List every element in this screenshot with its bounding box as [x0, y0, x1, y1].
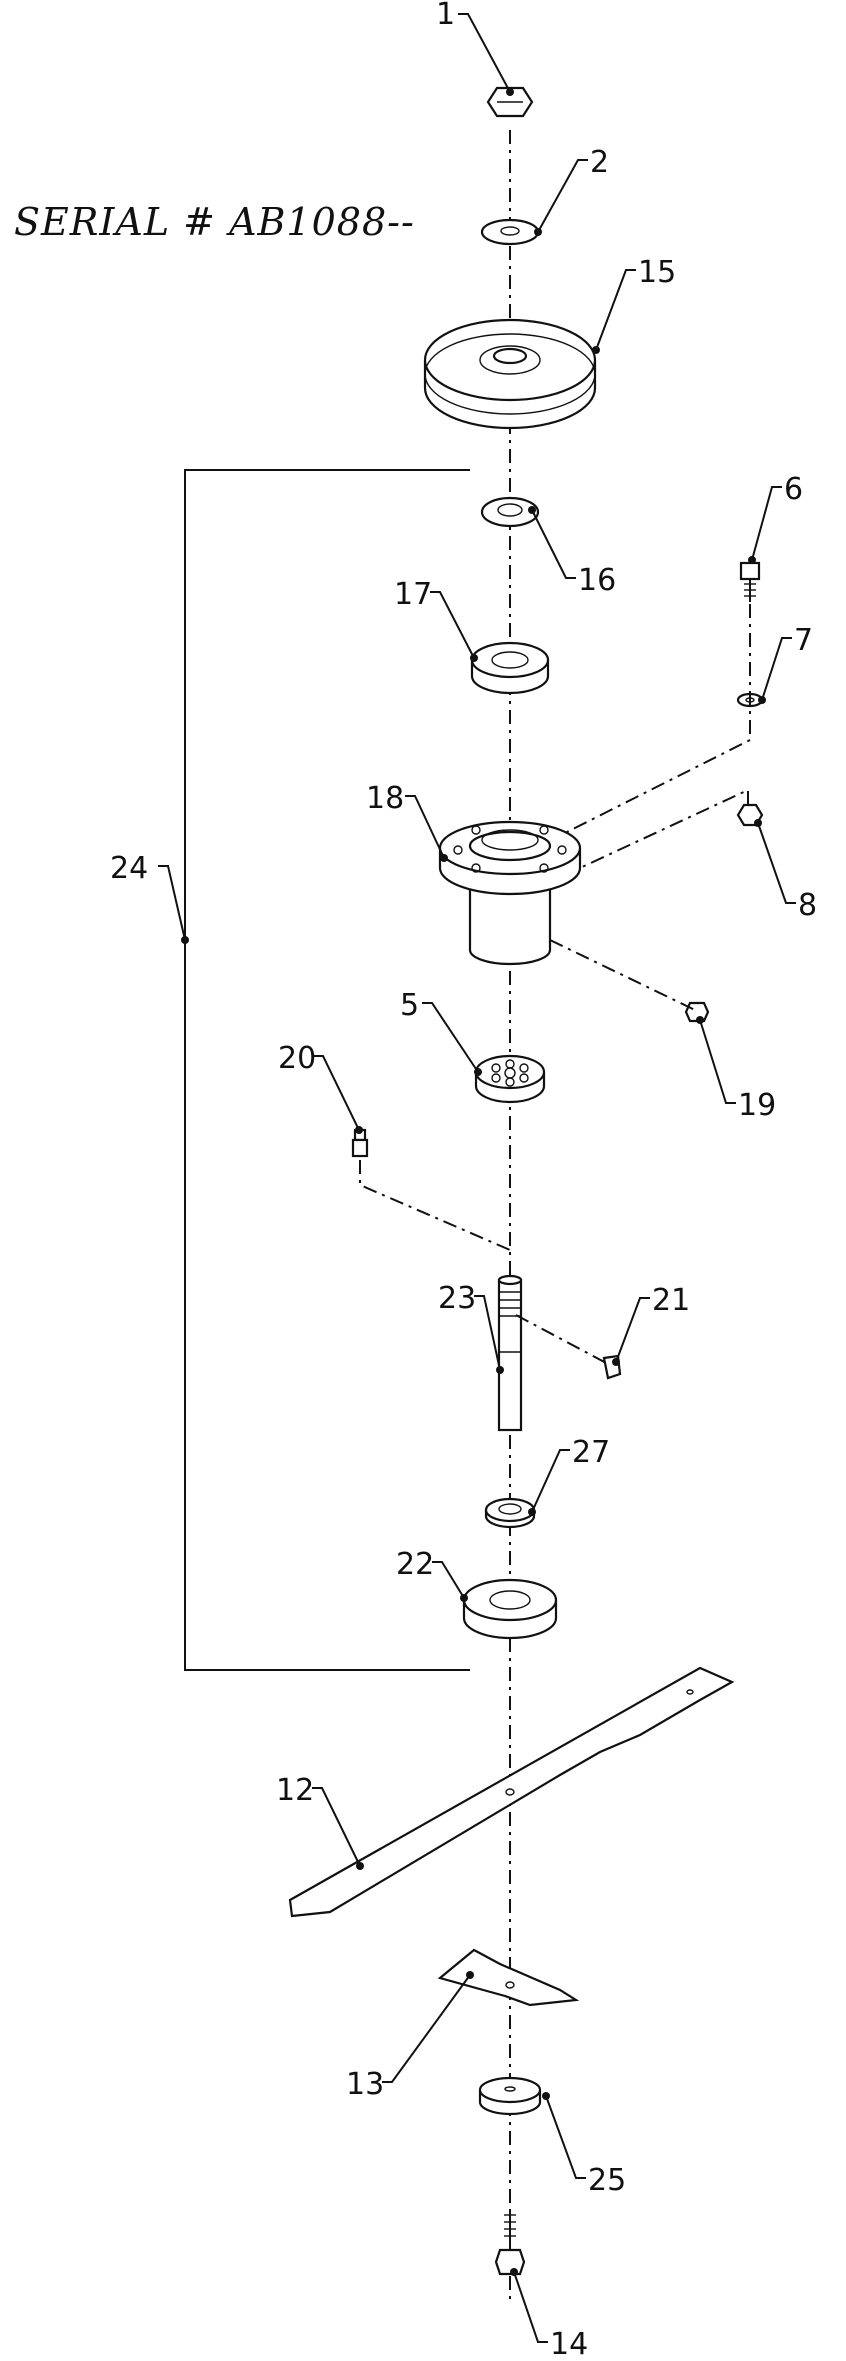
- part-16-spacer: [480, 496, 540, 528]
- callout-14: 14: [550, 2327, 588, 2361]
- hardware-path-19: [549, 939, 696, 1011]
- part-23-spindle-shaft: [497, 1274, 523, 1432]
- hardware-path-8-18: [579, 788, 749, 869]
- serial-number-label: SERIAL # AB1088--: [14, 200, 415, 244]
- callout-18: 18: [366, 781, 404, 816]
- part-1-nut: [486, 86, 534, 118]
- callout-24: 24: [110, 851, 148, 886]
- part-14-bolt: [494, 2210, 526, 2276]
- hardware-path-21: [515, 1314, 611, 1366]
- callout-5: 5: [400, 988, 419, 1023]
- part-22-bearing: [462, 1578, 558, 1640]
- part-13-lift: [437, 1948, 580, 2007]
- part-6-bolt: [739, 561, 761, 602]
- callout-21: 21: [652, 1283, 690, 1318]
- callout-27: 27: [572, 1435, 610, 1470]
- callout-16: 16: [578, 563, 616, 598]
- part-2-washer: [480, 218, 540, 246]
- part-15-pulley: [423, 318, 597, 430]
- part-17-bearing: [470, 641, 550, 695]
- part-5-bearing: [474, 1054, 546, 1104]
- callout-19: 19: [738, 1088, 776, 1123]
- part-25-washer: [478, 2076, 542, 2116]
- leader-lines: [158, 13, 796, 2343]
- part-27-spacer: [484, 1497, 536, 1529]
- callout-2: 2: [590, 145, 609, 180]
- part-12-blade: [288, 1666, 735, 1918]
- hardware-path-20: [359, 1160, 511, 1251]
- callout-22: 22: [396, 1547, 434, 1582]
- assembly-bracket-24: [184, 469, 470, 1671]
- callout-20: 20: [278, 1041, 316, 1076]
- callout-13: 13: [346, 2067, 384, 2102]
- callout-23: 23: [438, 1281, 476, 1316]
- callout-8: 8: [798, 888, 817, 923]
- callout-25: 25: [588, 2163, 626, 2198]
- hardware-path-6-7-18: [564, 604, 751, 834]
- part-20-fitting: [351, 1128, 369, 1158]
- callout-7: 7: [794, 623, 813, 658]
- callout-1: 1: [436, 0, 455, 32]
- callout-6: 6: [784, 472, 803, 507]
- callout-12: 12: [276, 1773, 314, 1808]
- callout-17: 17: [394, 577, 432, 612]
- part-18-spindle-housing: [438, 820, 582, 966]
- callout-15: 15: [638, 255, 676, 290]
